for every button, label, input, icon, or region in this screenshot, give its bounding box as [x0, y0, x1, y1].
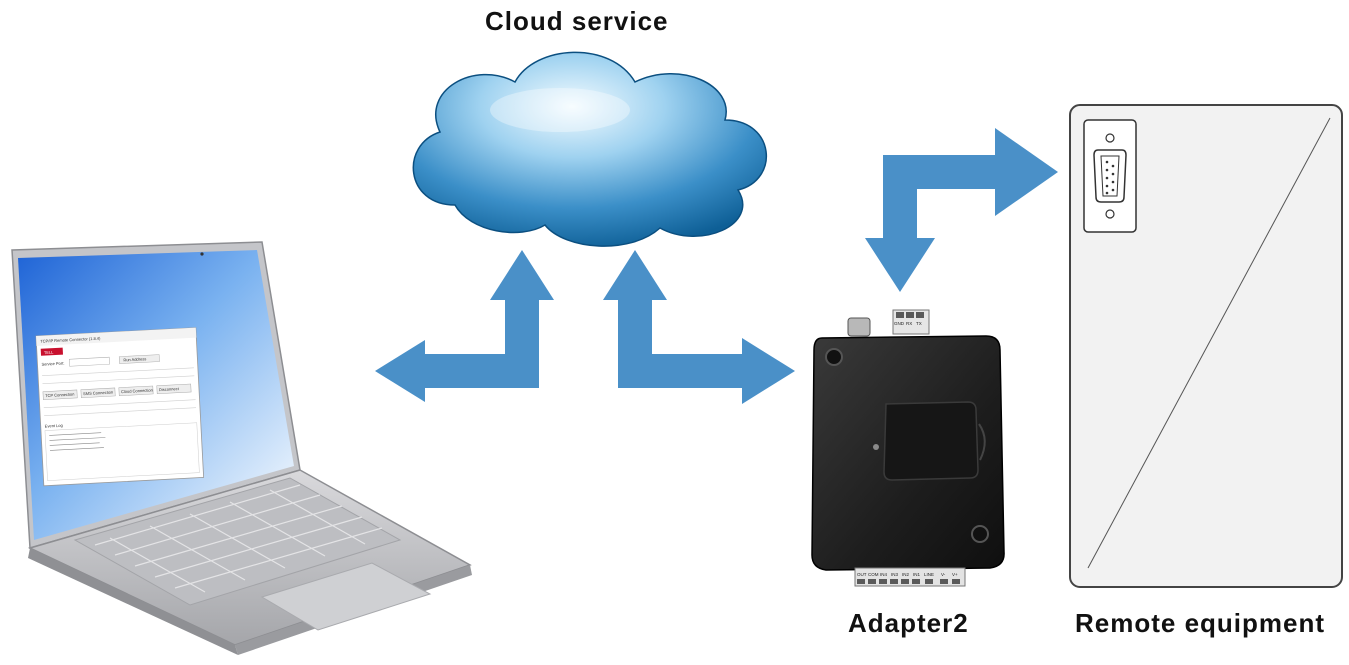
terminal-in2: IN2 [902, 572, 910, 577]
terminal-in4: IN4 [880, 572, 888, 577]
app-field-label: Service Port: [41, 361, 64, 367]
led-indicator [873, 444, 879, 450]
terminal-tx: TX [916, 321, 922, 326]
app-log-area [44, 422, 200, 481]
terminal-in1: IN1 [913, 572, 921, 577]
camera-icon [200, 252, 204, 256]
screw-icon [825, 348, 843, 366]
app-button-4 [156, 383, 192, 394]
svg-text:SMS Connection: SMS Connection [83, 390, 113, 397]
terminal-com: COM [868, 572, 879, 577]
svg-text:TELL: TELL [44, 350, 55, 356]
screw-hole-icon [1105, 209, 1115, 219]
app-run-button [118, 354, 160, 364]
terminal-rx: RX [906, 321, 912, 326]
app-logo [40, 347, 64, 356]
terminal-v-minus: V- [941, 572, 946, 577]
adapter2-label: Adapter2 [848, 608, 969, 638]
app-button-1 [42, 389, 78, 400]
antenna-connector [847, 317, 871, 337]
terminal-out: OUT [857, 572, 867, 577]
laptop-app-window: TCP/IP Remote Connector (1.8.4) TELL Ser… [35, 327, 205, 487]
screw-icon [971, 525, 989, 543]
svg-text:Disconnect: Disconnect [159, 386, 180, 392]
terminal-line: LINE [924, 572, 934, 577]
app-window-title: TCP/IP Remote Connector (1.8.4) [40, 336, 101, 344]
terminal-v-plus: V+ [952, 572, 958, 577]
terminal-in3: IN3 [891, 572, 899, 577]
screw-hole-icon [1105, 133, 1115, 143]
cloud-icon [412, 51, 768, 247]
terminal-gnd: GND [894, 321, 905, 326]
arrow-laptop-cloud [375, 250, 554, 402]
app-button-3 [118, 385, 154, 396]
app-button-2 [80, 387, 116, 398]
app-port-input [69, 356, 110, 367]
sim-cover [883, 401, 979, 481]
svg-text:TCP Connection: TCP Connection [45, 392, 75, 399]
remote-equipment-label: Remote equipment [1075, 608, 1326, 638]
db9-connector-icon [1093, 149, 1127, 203]
cloud-service-label: Cloud service [485, 6, 669, 36]
svg-text:Run Address: Run Address [123, 356, 146, 362]
adapter2-device: GND RX TX OUT COM IN4 IN3 IN2 IN1 LINE V… [811, 309, 1005, 587]
remote-equipment [1069, 104, 1343, 588]
svg-text:Cloud Connection: Cloud Connection [121, 387, 153, 394]
arrow-cloud-adapter [603, 250, 795, 404]
app-log-title: Event Log [45, 423, 63, 429]
arrow-adapter-remote [865, 128, 1058, 292]
laptop: TCP/IP Remote Connector (1.8.4) TELL Ser… [11, 241, 472, 655]
